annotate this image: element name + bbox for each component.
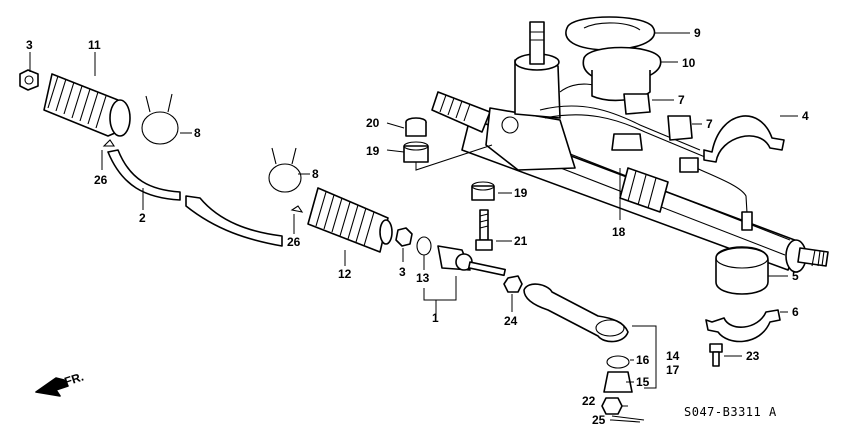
nut-3-upper xyxy=(19,69,39,91)
clip-26a xyxy=(102,139,116,147)
rack-cushion-lower-10 xyxy=(582,46,662,102)
holder-clip-7a xyxy=(623,93,651,115)
callout-4: 4 xyxy=(802,109,809,123)
tie-rod-1 xyxy=(437,245,507,277)
callout-25: 25 xyxy=(592,413,606,427)
bolt-23 xyxy=(709,343,723,367)
front-direction-arrow: FR. xyxy=(35,370,86,397)
clip-26b xyxy=(290,205,304,213)
steering-gearbox-housing xyxy=(431,21,829,273)
callout-3-upper: 3 xyxy=(26,38,33,52)
cushion-19a xyxy=(403,141,429,163)
callout-20: 20 xyxy=(366,116,380,130)
callout-21: 21 xyxy=(514,234,528,248)
callout-18: 18 xyxy=(612,225,626,239)
callout-11: 11 xyxy=(88,38,101,52)
callout-8-lower: 8 xyxy=(312,167,319,181)
nut-22 xyxy=(601,397,623,415)
mounting-bracket-6 xyxy=(705,309,781,343)
holder-clip-7b xyxy=(667,115,693,141)
boot-band-8a xyxy=(141,93,179,145)
callout-2: 2 xyxy=(139,211,146,225)
cotter-pin-25 xyxy=(611,415,645,423)
bolt-21 xyxy=(475,209,493,251)
callout-19-center: 19 xyxy=(514,186,528,200)
washer-13 xyxy=(416,236,432,256)
callout-7-lower: 7 xyxy=(706,117,713,131)
nut-3-lower xyxy=(395,227,413,247)
boot-15 xyxy=(603,371,633,393)
tie-rod-end-14 xyxy=(523,283,629,343)
callout-8-upper: 8 xyxy=(194,126,201,140)
callout-14: 14 xyxy=(666,349,680,363)
cushion-19b xyxy=(471,181,495,201)
direction-label: FR. xyxy=(63,370,86,389)
boot-11 xyxy=(43,73,131,137)
callout-16: 16 xyxy=(636,353,650,367)
callout-3-lower: 3 xyxy=(399,265,406,279)
callout-1: 1 xyxy=(432,311,439,325)
cushion-5 xyxy=(715,246,769,295)
callout-12: 12 xyxy=(338,267,352,281)
callout-9: 9 xyxy=(694,26,701,40)
callout-10: 10 xyxy=(682,56,696,70)
callout-26-right: 26 xyxy=(287,235,301,249)
callout-26-left: 26 xyxy=(94,173,108,187)
leader-lines xyxy=(29,32,798,421)
callout-17: 17 xyxy=(666,363,680,377)
rack-cushion-upper-9 xyxy=(565,16,656,51)
clip-16 xyxy=(606,355,630,369)
boot-12 xyxy=(307,187,393,253)
callout-23: 23 xyxy=(746,349,760,363)
drawing-code: S047-B3311 A xyxy=(684,405,777,419)
callout-6: 6 xyxy=(792,305,799,319)
collar-20 xyxy=(405,117,427,137)
callout-7-upper: 7 xyxy=(678,93,685,107)
callout-24: 24 xyxy=(504,314,518,328)
callout-19-left: 19 xyxy=(366,144,380,158)
mounting-bracket-4 xyxy=(703,115,785,163)
callout-15: 15 xyxy=(636,375,650,389)
callout-5: 5 xyxy=(792,269,799,283)
tube-2 xyxy=(107,149,283,247)
callout-13: 13 xyxy=(416,271,430,285)
nut-24 xyxy=(503,275,523,293)
callout-22: 22 xyxy=(582,394,596,408)
boot-band-8b xyxy=(268,147,302,193)
callout-labels: 3 11 8 2 26 8 26 12 3 13 1 20 19 19 21 2… xyxy=(26,26,809,427)
